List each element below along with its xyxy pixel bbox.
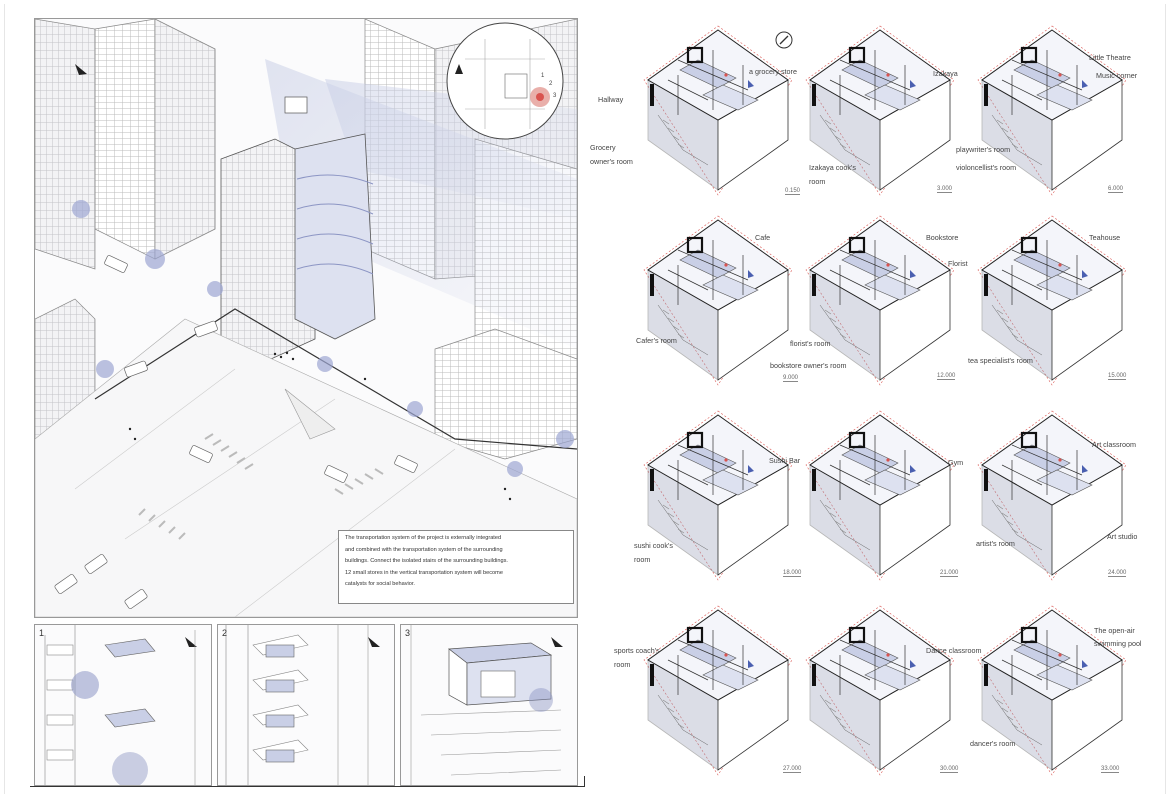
room-label: Gym — [948, 458, 964, 467]
room-label: Dance classroom — [926, 646, 982, 655]
sheet-border — [4, 4, 1166, 794]
room-label: Izakaya — [933, 69, 958, 78]
room-label: Grocery — [590, 143, 616, 152]
caption-line: The transportation system of the project… — [345, 535, 502, 541]
sheet-baseline — [30, 786, 585, 787]
inset-label-2: 2 — [549, 81, 553, 87]
detail-panel-3: 3 — [400, 624, 578, 786]
caption-line: buildings. Connect the isolated stairs o… — [345, 558, 508, 564]
room-label: a grocery store — [749, 67, 797, 76]
detail-panel-1: 1 — [34, 624, 212, 786]
floor-diagram — [977, 215, 1127, 386]
sheet-baseline-tick — [584, 776, 585, 787]
room-label: room — [634, 555, 651, 564]
room-label: room — [809, 177, 826, 186]
floor-diagram — [643, 215, 793, 386]
room-label: owner's room — [590, 157, 633, 166]
compass-icon — [775, 31, 793, 49]
room-label: playwriter's room — [956, 145, 1011, 154]
room-label: Bookstore — [926, 233, 959, 242]
floor-diagram — [977, 410, 1127, 581]
room-label: The open-air — [1094, 626, 1135, 635]
room-label: Izakaya cook's — [809, 163, 856, 172]
floor-level: 21.000 — [940, 570, 959, 577]
caption-line: and combined with the transportation sys… — [345, 546, 503, 553]
floor-level: 24.000 — [1108, 570, 1127, 577]
project-caption: The transportation system of the project… — [338, 530, 574, 604]
room-label: Cafe — [755, 233, 771, 242]
floor-level: 12.000 — [937, 373, 956, 380]
panel-number: 2 — [222, 628, 228, 638]
room-label: Teahouse — [1089, 233, 1121, 242]
main-axonometric-drawing: 1 2 3 — [34, 18, 578, 618]
floor-diagram — [805, 410, 955, 581]
floor-level: 0.150 — [785, 188, 801, 195]
floor-level: 6.000 — [1108, 186, 1124, 193]
floor-level: 27.000 — [783, 766, 802, 773]
room-label: tea specialist's room — [968, 356, 1033, 365]
room-label: sushi cook's — [634, 541, 673, 550]
caption-line: catalysts for social behavior. — [345, 581, 415, 587]
floor-level: 3.000 — [937, 186, 953, 193]
floor-diagram — [805, 215, 955, 386]
room-label: Hallway — [598, 95, 624, 104]
room-label: Florist — [948, 259, 968, 268]
north-arrow-icon — [75, 64, 87, 75]
urban-axonometric — [35, 19, 577, 617]
panel-number: 3 — [405, 628, 411, 638]
room-label: florist's room — [790, 339, 831, 348]
panel-number: 1 — [39, 628, 45, 638]
room-label: Art classroom — [1092, 440, 1136, 449]
room-label: dancer's room — [970, 739, 1016, 748]
room-label: Music corner — [1096, 71, 1138, 80]
floor-diagram — [643, 605, 793, 776]
room-label: Little Theatre — [1089, 53, 1131, 62]
floor-level: 30.000 — [940, 766, 959, 773]
floor-diagram — [977, 25, 1127, 196]
floor-diagram — [805, 25, 955, 196]
floor-level: 18.000 — [783, 570, 802, 577]
room-label: bookstore owner's room — [770, 361, 847, 370]
inset-label-3: 3 — [553, 93, 557, 99]
room-label: room — [614, 660, 631, 669]
floor-diagram — [977, 605, 1127, 776]
caption-line: 12 small stores in the vertical transpor… — [345, 569, 503, 576]
room-label: Sushi Bar — [769, 456, 801, 465]
floor-level: 9.000 — [783, 375, 799, 382]
room-label: Cafer's room — [636, 336, 677, 345]
floor-level: 15.000 — [1108, 373, 1127, 380]
room-label: artist's room — [976, 539, 1015, 548]
floor-diagram — [643, 410, 793, 581]
room-label: sports coach's — [614, 646, 660, 655]
room-label: Art studio — [1107, 532, 1138, 541]
room-label: swimming pool — [1094, 639, 1142, 648]
floor-diagram — [805, 605, 955, 776]
inset-label-1: 1 — [541, 73, 545, 79]
floor-level: 33.000 — [1101, 766, 1120, 773]
floor-diagram — [643, 25, 793, 196]
detail-panel-2: 2 — [217, 624, 395, 786]
room-label: violoncellist's room — [956, 163, 1017, 172]
